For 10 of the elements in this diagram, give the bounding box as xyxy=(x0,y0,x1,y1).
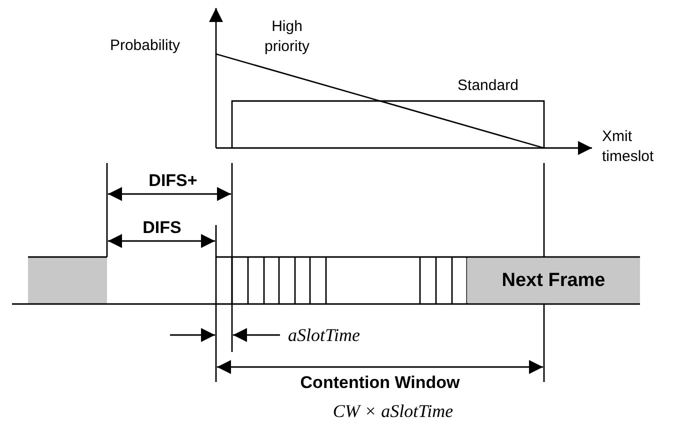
label-text: High priority xyxy=(264,18,310,54)
label-text: CW × aSlotTime xyxy=(332,401,454,421)
label-text: Probability xyxy=(110,37,180,54)
label-text: aSlotTime xyxy=(288,325,360,345)
label-text: DIFS+ xyxy=(148,171,198,190)
label-text: Xmit timeslot xyxy=(602,128,654,164)
label-text: Contention Window xyxy=(300,373,460,392)
label-text: DIFS xyxy=(142,218,182,237)
frame-block: Next Frame xyxy=(467,258,640,303)
label-text: Standard xyxy=(458,77,518,94)
